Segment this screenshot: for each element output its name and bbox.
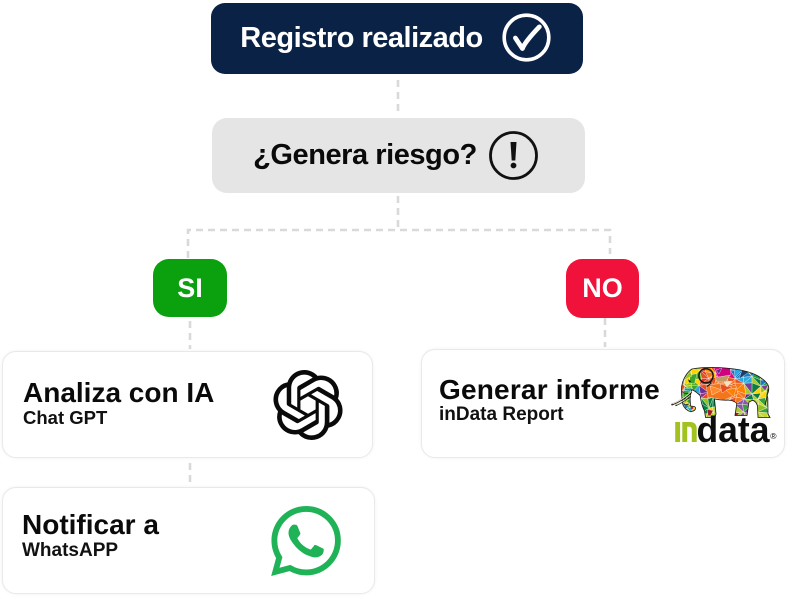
svg-text:®: ® [770,431,777,441]
svg-text:data: data [697,409,771,450]
